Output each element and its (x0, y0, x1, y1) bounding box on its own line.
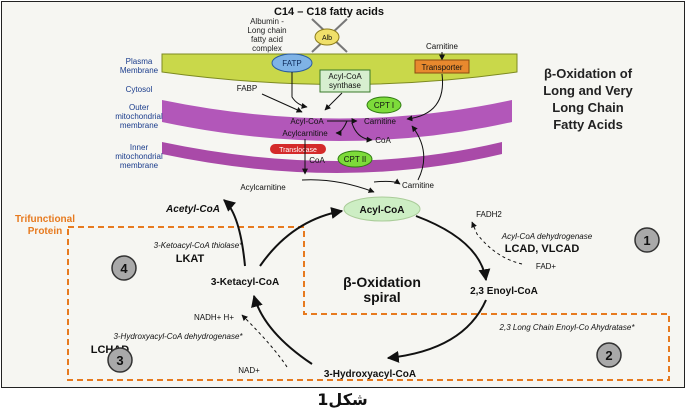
fatty-acids-title: C14 – C18 fatty acids (274, 6, 384, 18)
fatp-to-acylcoa-arrow (291, 72, 308, 109)
inner-membrane-label: Inner (130, 143, 149, 152)
albumin-label-line: Long chain (247, 26, 286, 35)
fatp-label: FATP (282, 59, 301, 68)
acylcarnitine-matrix-label: Acylcarnitine (240, 183, 286, 192)
hydroxyacyl-label: 3-Hydroxyacyl-CoA (324, 369, 416, 380)
acylcarnitine-ims-label: Acylcarnitine (282, 129, 328, 138)
acyl-coa-synthase-box (319, 69, 371, 93)
carnitine-matrix-label: Carnitine (402, 181, 435, 190)
albumin-label: Albumin - Long chain fatty acid complex (247, 17, 286, 53)
nadh-label: NADH+ H+ (194, 313, 234, 322)
cpt2-protein (337, 150, 373, 168)
carnitine-release-arrow (373, 178, 401, 185)
step2-enzyme-label: 2,3 Long Chain Enoyl-Co Ahydratase* (499, 323, 636, 332)
main-title-line: β-Oxidation of (544, 66, 633, 81)
main-title-line: Long and Very (543, 83, 633, 98)
acetylcoa-label: Acetyl-CoA (165, 204, 220, 215)
beta-oxidation-diagram: C14 – C18 fatty acids Alb Albumin - Long… (15, 6, 670, 381)
outer-membrane-label: Outer (129, 103, 149, 112)
synthase-label: synthase (329, 81, 362, 90)
spiral-arrow-step2 (386, 299, 487, 363)
nad-dashed-arrow (241, 314, 288, 368)
outer-membrane-label: mitochondrial (115, 112, 163, 121)
transporter-to-cpt-arrow (406, 73, 444, 122)
carnitine-top-label: Carnitine (426, 42, 459, 51)
step-badge-1-label: 1 (643, 233, 650, 248)
main-title-line: Long Chain (552, 100, 624, 115)
spiral-center-label: β-Oxidation (343, 274, 421, 290)
step-badge-2-label: 2 (605, 348, 612, 363)
step-badge-3 (107, 347, 133, 373)
fabp-label: FABP (237, 84, 257, 93)
spiral-arrow-step3 (251, 294, 313, 365)
synthase-arrow (324, 92, 343, 111)
coa-matrix-label: CoA (309, 156, 325, 165)
acylcoa-matrix-node (343, 196, 421, 222)
albumin-badge (314, 28, 340, 46)
figure-frame: C14 – C18 fatty acids Alb Albumin - Long… (1, 1, 685, 388)
spiral-arrow-step4 (259, 207, 344, 267)
inner-mitochondrial-membrane (162, 142, 502, 173)
inner-membrane-label: mitochondrial (115, 152, 163, 161)
step1-enzyme-label: Acyl-CoA dehydrogenase (501, 232, 593, 241)
albumin-badge-label: Alb (322, 35, 332, 42)
spiral-arrow-step1 (415, 215, 491, 282)
fabp-arrow (261, 93, 303, 113)
trifunctional-label: Protein (28, 226, 62, 237)
albumin-label-line: complex (252, 44, 282, 53)
carnitine-return-arrow (411, 125, 425, 181)
cytosol-label: Cytosol (126, 85, 153, 94)
fad-dashed-arrow (471, 221, 523, 265)
nad-label: NAD+ (238, 366, 260, 375)
translocase-box (270, 144, 326, 154)
carnitine-outer-label: Carnitine (364, 117, 397, 126)
cpt1-protein (366, 96, 402, 114)
cpt1-coa-arrow (351, 122, 373, 143)
plasma-membrane-label: Plasma (126, 57, 153, 66)
ketoacyl-label: 3-Ketacyl-CoA (211, 277, 279, 288)
albumin-label-line: Albumin - (250, 17, 284, 26)
main-title-line: Fatty Acids (553, 117, 623, 132)
inner-membrane-label: membrane (120, 161, 159, 170)
synthase-label: Acyl-CoA (328, 72, 362, 81)
outer-membrane-label: membrane (120, 121, 159, 130)
step-badge-1 (634, 227, 660, 253)
enoyl-label: 2,3 Enoyl-CoA (470, 286, 538, 297)
step-badge-2 (596, 342, 622, 368)
transporter-label: Transporter (421, 63, 462, 72)
step4-short-label: LKAT (176, 253, 205, 265)
trifunctional-protein-box (67, 226, 670, 381)
acylcoa-matrix-label: Acyl-CoA (359, 205, 404, 216)
acetylcoa-release-arrow (223, 199, 246, 267)
acylcarnitine-to-acylcoa-arrow (301, 179, 375, 193)
trifunctional-label: Trifunctional (15, 214, 75, 225)
fadh2-label: FADH2 (476, 210, 502, 219)
step-badge-4 (111, 255, 137, 281)
step-badge-4-label: 4 (120, 261, 128, 276)
plasma-membrane-label: Membrane (120, 66, 159, 75)
cpt1-label: CPT I (374, 101, 394, 110)
fad-label: FAD+ (536, 262, 557, 271)
step4-enzyme-label: 3-Ketoacyl-CoA thiolase* (154, 241, 244, 250)
spiral-center-label: spiral (363, 289, 400, 305)
figure-caption: شکل1 (317, 390, 368, 409)
cpt2-label: CPT II (344, 155, 367, 164)
translocase-label: Translocase (279, 147, 317, 154)
albumin-label-line: fatty acid (251, 35, 283, 44)
transporter-box (414, 59, 470, 74)
step1-short-label: LCAD, VLCAD (505, 243, 580, 255)
step3-enzyme-label: 3-Hydroxyacyl-CoA dehydrogenase* (113, 332, 243, 341)
acylcoa-cytosol-label: Acyl-CoA (290, 117, 324, 126)
cpt1-product-arrow (335, 120, 348, 136)
step-badge-3-label: 3 (116, 353, 123, 368)
coa-outer-label: CoA (375, 136, 391, 145)
